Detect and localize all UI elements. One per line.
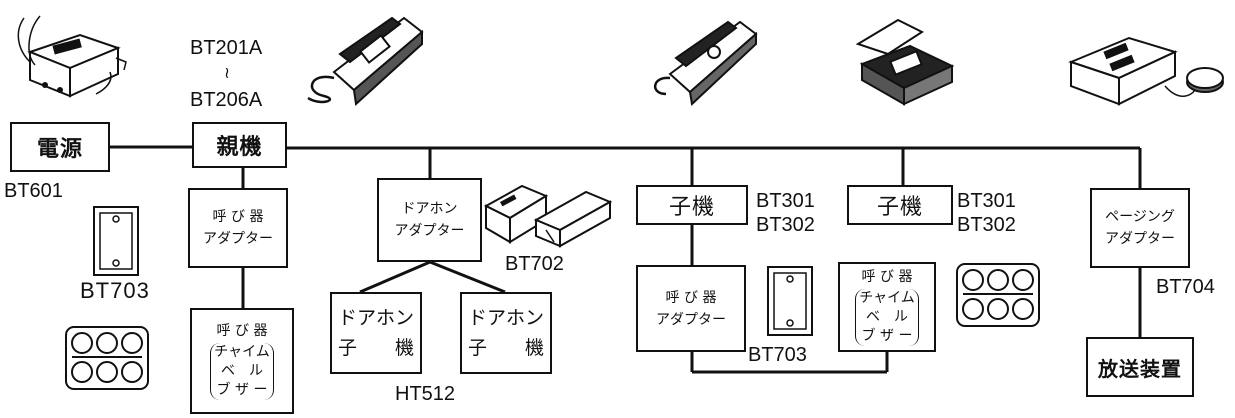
sub-unit-2-label: 子機 <box>876 195 923 220</box>
desk-phone-icon <box>855 18 955 106</box>
master-model-tilde: ≀ <box>224 65 230 82</box>
chime-1-bracket: チャイム ベ ル ブ ザ ー <box>210 343 274 400</box>
door-phone-sub-box-2: ドアホン 子 機 <box>460 292 552 374</box>
sub-2-model-b: BT302 <box>957 214 1016 236</box>
caller-adapter-2-line1: 呼 び 器 <box>665 289 717 306</box>
sub-1-model-b: BT302 <box>756 214 815 236</box>
power-supply-box: 電源 <box>10 122 110 172</box>
door-adapter-line1: ドアホン <box>401 201 458 217</box>
paging-adapter-line1: ページング <box>1105 209 1175 225</box>
sub-2-model-a: BT301 <box>957 190 1016 212</box>
sub-unit-box-1: 子機 <box>636 185 748 225</box>
wall-phone-icon <box>307 16 424 107</box>
door-adapter-line2: アダプター <box>394 223 465 239</box>
door-sub-2-line1: ドアホン <box>467 307 544 329</box>
caller-adapter-box-2: 呼 び 器 アダプター <box>636 265 746 352</box>
mounting-plate-icon-1 <box>93 206 139 276</box>
broadcast-device-label: 放送装置 <box>1098 356 1182 381</box>
wire-door-sub-2 <box>429 260 506 294</box>
power-supply-label: 電源 <box>36 137 83 162</box>
sub-unit-box-2: 子機 <box>847 185 953 225</box>
chime-1-line2: チャイム <box>214 344 270 360</box>
door-sub-1-line2: 子 機 <box>337 337 414 359</box>
paging-unit-icon <box>1068 36 1224 106</box>
caller-adapter-1-line1: 呼 び 器 <box>212 209 264 225</box>
door-phone-adapter-box: ドアホン アダプター <box>377 178 482 262</box>
master-unit-box: 親機 <box>192 122 287 168</box>
door-phone-sub-box-1: ドアホン 子 機 <box>330 292 422 374</box>
caller-adapter-2-line2: アダプター <box>656 311 726 328</box>
chime-1-line4: ブ ザ ー <box>216 382 268 398</box>
chime-1-line1: 呼 び 器 <box>216 323 268 339</box>
door-sub-1-line1: ドアホン <box>337 307 414 329</box>
caller-adapter-box-1: 呼 び 器 アダプター <box>188 188 288 268</box>
power-supply-icon <box>17 15 127 98</box>
sub-wall-phone-icon <box>654 20 758 107</box>
chime-2-line2: チャイム <box>859 290 915 306</box>
chime-device-icon-1 <box>65 326 149 390</box>
master-unit-label: 親機 <box>216 135 263 160</box>
plate-model-label-1: BT703 <box>80 278 150 303</box>
broadcast-device-box: 放送装置 <box>1086 337 1194 397</box>
chime-2-bracket: チャイム ベ ル ブ ザ ー <box>855 289 919 346</box>
door-phone-unit-icon <box>483 184 613 248</box>
caller-adapter-1-line2: アダプター <box>203 231 273 247</box>
chime-box-2: 呼 び 器 チャイム ベ ル ブ ザ ー <box>838 262 936 352</box>
chime-2-line3: ベ ル <box>866 309 908 325</box>
chime-2-line1: 呼 び 器 <box>861 269 913 285</box>
master-model-top: BT201A <box>190 37 263 59</box>
chime-1-line3: ベ ル <box>221 363 263 379</box>
door-sub-model-label: HT512 <box>395 383 456 405</box>
chime-2-line4: ブ ザ ー <box>861 328 913 344</box>
paging-adapter-line2: アダプター <box>1105 231 1175 247</box>
sub-1-model-a: BT301 <box>756 190 815 212</box>
door-unit-model-label: BT702 <box>505 253 564 275</box>
mounting-plate-icon-2 <box>767 266 813 336</box>
chime-box-1: 呼 び 器 チャイム ベ ル ブ ザ ー <box>190 308 294 414</box>
master-model-bottom: BT206A <box>190 89 263 111</box>
sub-unit-1-label: 子機 <box>668 195 715 220</box>
chime-device-icon-2 <box>956 263 1040 327</box>
power-model-label: BT601 <box>4 180 63 202</box>
paging-adapter-box: ページング アダプター <box>1090 188 1190 268</box>
wire-door-sub-1 <box>359 260 431 294</box>
door-sub-2-line2: 子 機 <box>467 337 544 359</box>
plate-model-label-2: BT703 <box>748 344 807 366</box>
paging-model-label: BT704 <box>1156 276 1215 298</box>
